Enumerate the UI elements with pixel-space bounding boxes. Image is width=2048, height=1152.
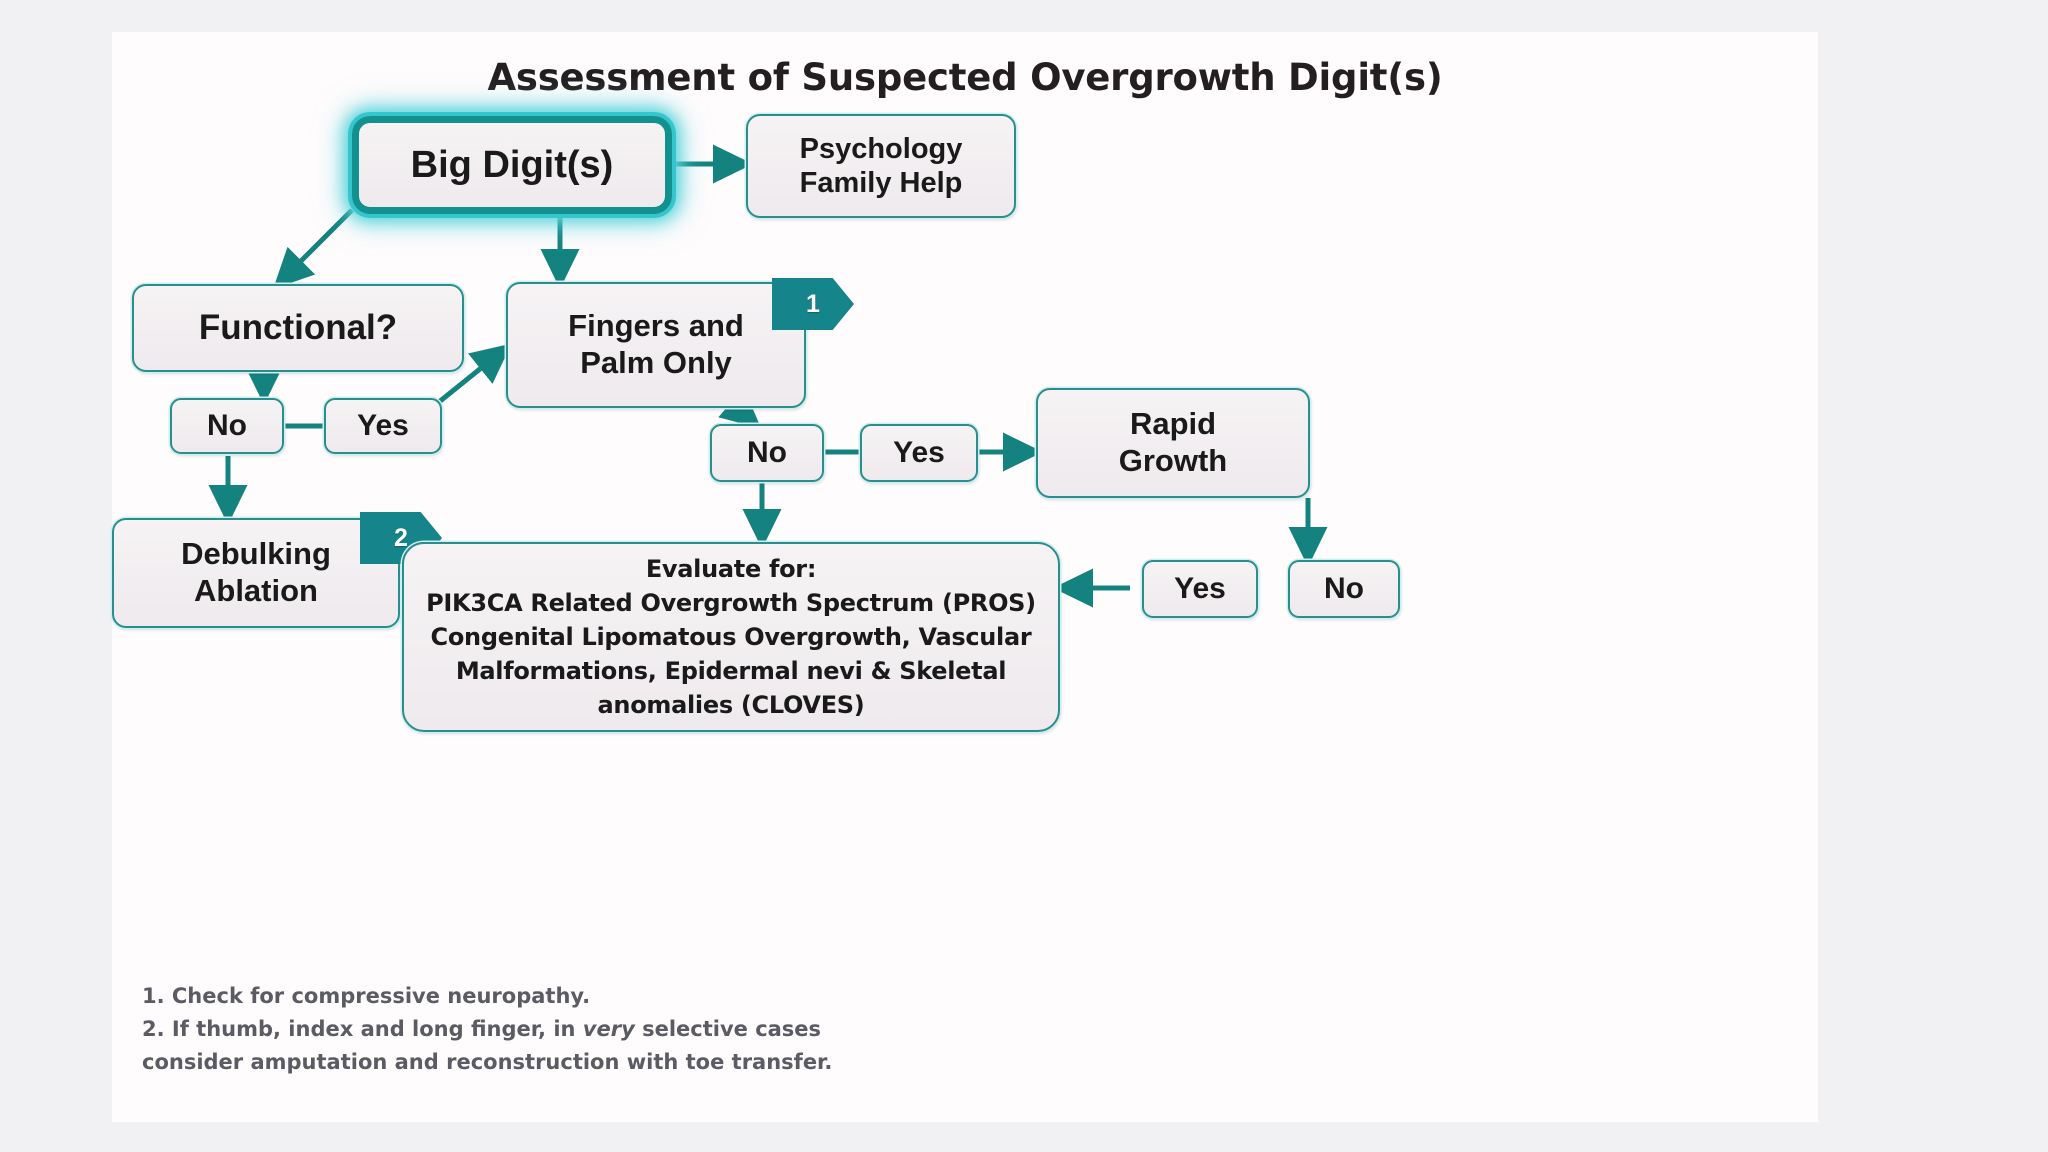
node-psychology-line2: Family Help <box>799 167 963 199</box>
footnote-2: 2. If thumb, index and long finger, in v… <box>142 1013 1142 1046</box>
badge-two-label: 2 <box>394 523 408 552</box>
node-rapid-yes-label: Yes <box>1174 572 1226 606</box>
badge-one-label: 1 <box>806 289 820 318</box>
node-rapid-no[interactable]: No <box>1288 560 1400 618</box>
node-functional-no[interactable]: No <box>170 398 284 454</box>
footnote-1: 1. Check for compressive neuropathy. <box>142 984 591 1008</box>
edge-bigdigits-to-functional <box>273 208 354 289</box>
node-fingers-and-palm-only[interactable]: Fingers and Palm Only <box>506 282 806 408</box>
footnotes: 1. Check for compressive neuropathy. 2. … <box>142 980 1142 1080</box>
node-rapid-growth[interactable]: Rapid Growth <box>1036 388 1310 498</box>
node-debulking-line2: Ablation <box>194 573 318 608</box>
badge-one: 1 <box>772 278 854 330</box>
node-functional-yes[interactable]: Yes <box>324 398 442 454</box>
node-rapid-no-label: No <box>1324 572 1364 606</box>
node-debulking-ablation[interactable]: Debulking Ablation <box>112 518 400 628</box>
footnote-2-part-b: selective cases <box>634 1017 822 1042</box>
node-rapid-yes[interactable]: Yes <box>1142 560 1258 618</box>
evaluate-line1: Evaluate for: <box>645 554 817 583</box>
node-fingers-no-label: No <box>747 436 787 470</box>
node-big-digits-label: Big Digit(s) <box>410 143 614 186</box>
node-fingers-yes-label: Yes <box>893 436 945 470</box>
node-big-digits[interactable]: Big Digit(s) <box>352 116 672 214</box>
footnote-2-part-a: 2. If thumb, index and long finger, in <box>142 1017 583 1042</box>
node-evaluate-panel[interactable]: Evaluate for: PIK3CA Related Overgrowth … <box>402 542 1060 732</box>
evaluate-line3: Congenital Lipomatous Overgrowth, Vascul… <box>430 622 1032 651</box>
flowchart-canvas: Assessment of Suspected Overgrowth Digit… <box>112 32 1818 1122</box>
evaluate-line4: Malformations, Epidermal nevi & Skeletal <box>455 657 1007 686</box>
node-functional-no-label: No <box>207 409 247 443</box>
node-fingers-line1: Fingers and <box>568 308 744 344</box>
node-functional-label: Functional? <box>198 308 398 348</box>
evaluate-line5: anomalies (CLOVES) <box>597 691 865 720</box>
node-rapid-line2: Growth <box>1118 443 1228 478</box>
page-title: Assessment of Suspected Overgrowth Digit… <box>487 56 1443 99</box>
node-fingers-line2: Palm Only <box>580 345 732 380</box>
node-psychology-family-help[interactable]: Psychology Family Help <box>746 114 1016 218</box>
footnote-2-emphasis: very <box>582 1017 635 1042</box>
node-debulking-line1: Debulking <box>181 536 331 572</box>
evaluate-line2: PIK3CA Related Overgrowth Spectrum (PROS… <box>426 588 1036 617</box>
node-functional[interactable]: Functional? <box>132 284 464 372</box>
node-psychology-line1: Psychology <box>799 132 963 165</box>
footnote-2-continued: consider amputation and reconstruction w… <box>142 1050 833 1075</box>
node-fingers-no[interactable]: No <box>710 424 824 482</box>
node-fingers-yes[interactable]: Yes <box>860 424 978 482</box>
node-functional-yes-label: Yes <box>357 409 409 443</box>
node-rapid-line1: Rapid <box>1129 406 1217 442</box>
